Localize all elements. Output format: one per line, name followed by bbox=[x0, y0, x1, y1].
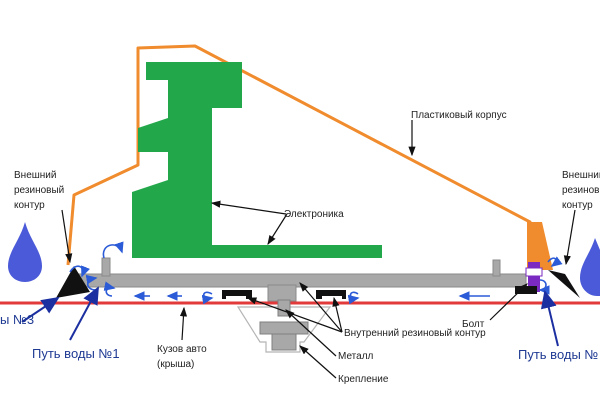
mount-stud bbox=[277, 299, 291, 317]
metal-right-post bbox=[492, 259, 501, 277]
leader-lines bbox=[61, 120, 576, 379]
label-water-path-3: ы №3 bbox=[0, 312, 34, 327]
label-water-path-1: Путь воды №1 bbox=[32, 346, 120, 361]
water-drop-right bbox=[580, 238, 600, 296]
label-electronics: Электроника bbox=[284, 209, 344, 220]
inner-seal-right bbox=[316, 290, 346, 299]
outer-seal-right bbox=[548, 270, 580, 298]
water-drop-left bbox=[8, 222, 42, 282]
label-outer-seal-left: Внешний резиновый контур bbox=[14, 170, 67, 211]
label-bolt: Болт bbox=[462, 319, 485, 330]
water-path-arrows bbox=[21, 286, 559, 347]
label-plastic-housing: Пластиковый корпус bbox=[411, 110, 507, 121]
electronics-board bbox=[132, 62, 382, 258]
bolt-cap bbox=[525, 267, 543, 277]
inner-seal-left-pad bbox=[226, 296, 246, 299]
label-outer-seal-right: Внешний резиновый контур bbox=[562, 170, 600, 211]
label-car-body: Кузов авто (крыша) bbox=[157, 344, 209, 370]
outer-seal-left bbox=[56, 266, 90, 298]
mount-bolt-head bbox=[271, 333, 297, 351]
label-inner-seal: Внутренний резиновый контур bbox=[344, 328, 486, 339]
metal-center-boss bbox=[267, 284, 297, 302]
metal-left-post bbox=[101, 257, 111, 277]
housing-right-foot bbox=[527, 222, 553, 270]
inner-seal-right-pad bbox=[322, 296, 342, 299]
inner-seal-left bbox=[222, 290, 252, 299]
label-mount: Крепление bbox=[338, 374, 389, 385]
label-water-path-right: Путь воды № bbox=[518, 347, 598, 362]
label-metal: Металл bbox=[338, 351, 374, 362]
